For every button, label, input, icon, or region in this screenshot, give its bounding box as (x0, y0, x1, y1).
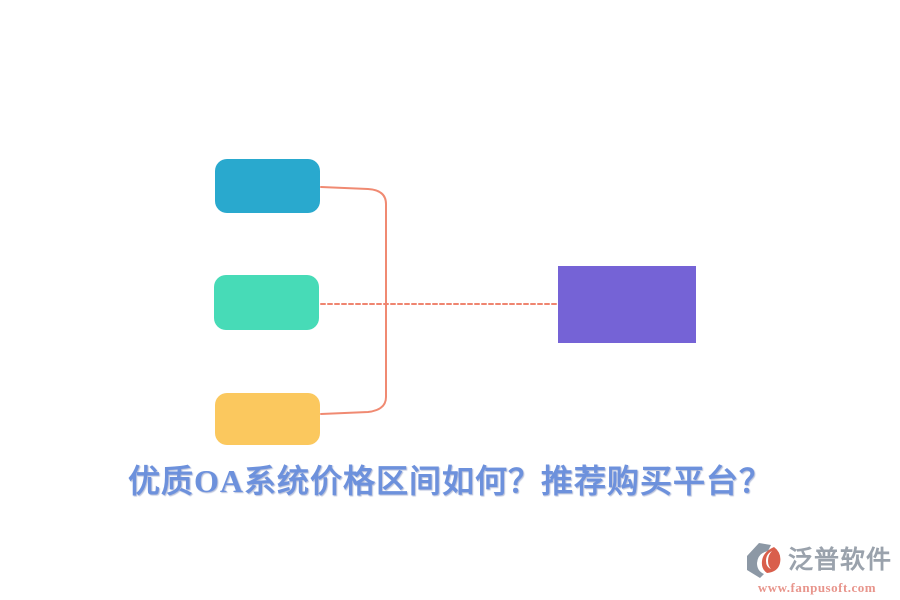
node-option-top (215, 159, 320, 213)
brand-name: 泛普软件 (787, 546, 892, 574)
node-result (558, 266, 696, 343)
bracket-connector (320, 186, 387, 415)
node-option-middle (214, 275, 319, 330)
brand-watermark: 泛普软件 www.fanpusoft.com (742, 541, 892, 596)
fanpu-logo-icon (746, 543, 781, 578)
node-option-bottom (215, 393, 320, 445)
page-title: 优质OA系统价格区间如何？推荐购买平台？ (127, 463, 772, 499)
brand-url: www.fanpusoft.com (757, 580, 877, 595)
